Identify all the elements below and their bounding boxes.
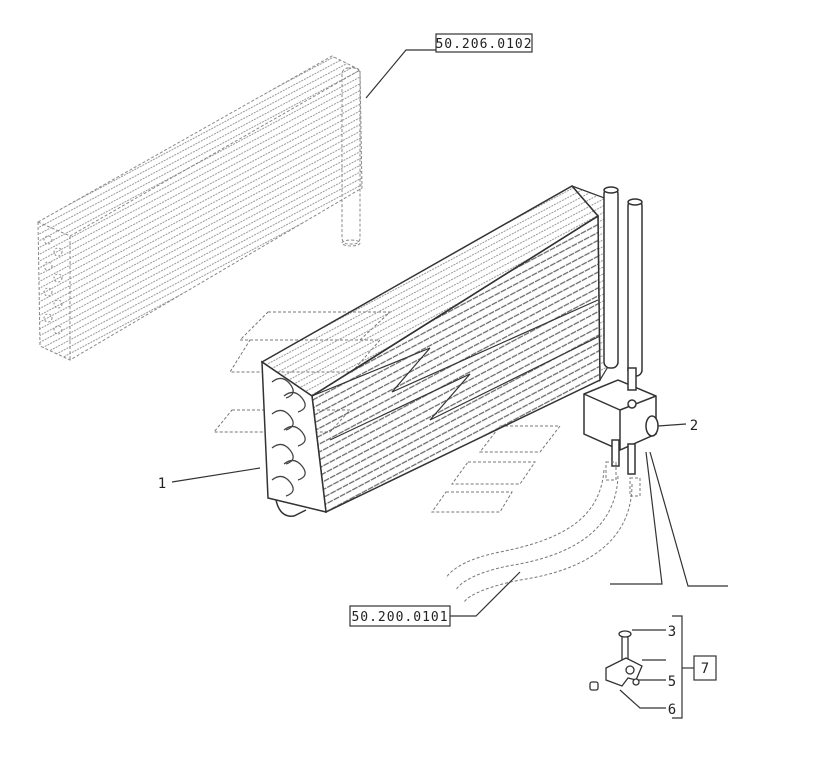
evaporator-core xyxy=(260,185,613,517)
callout-1: 1 xyxy=(158,476,166,492)
ref-label-bottom: 50.200.0101 xyxy=(351,610,448,625)
refrigerant-hoses xyxy=(445,461,641,603)
ref-box-top[interactable]: 50.206.0102 xyxy=(435,33,533,53)
expansion-valve xyxy=(583,367,659,475)
bottom-bracket xyxy=(275,499,307,517)
ref-label-top: 50.206.0102 xyxy=(435,37,532,52)
callout-2: 2 xyxy=(690,418,698,434)
tube-bends xyxy=(271,377,306,497)
ref-box-bottom[interactable]: 50.200.0101 xyxy=(349,605,451,627)
clamp-assembly xyxy=(589,630,643,691)
callout-3: 3 xyxy=(668,624,676,640)
leader-lines xyxy=(171,49,728,719)
callout-7-box: 7 xyxy=(693,655,717,681)
callout-5: 5 xyxy=(668,674,676,690)
callout-7: 7 xyxy=(701,661,709,677)
callout-6: 6 xyxy=(668,702,676,718)
old-evaporator-core xyxy=(37,55,363,361)
header-pipes xyxy=(603,186,643,377)
old-tube-ends xyxy=(43,235,63,335)
old-evaporator-pipe xyxy=(341,67,361,247)
